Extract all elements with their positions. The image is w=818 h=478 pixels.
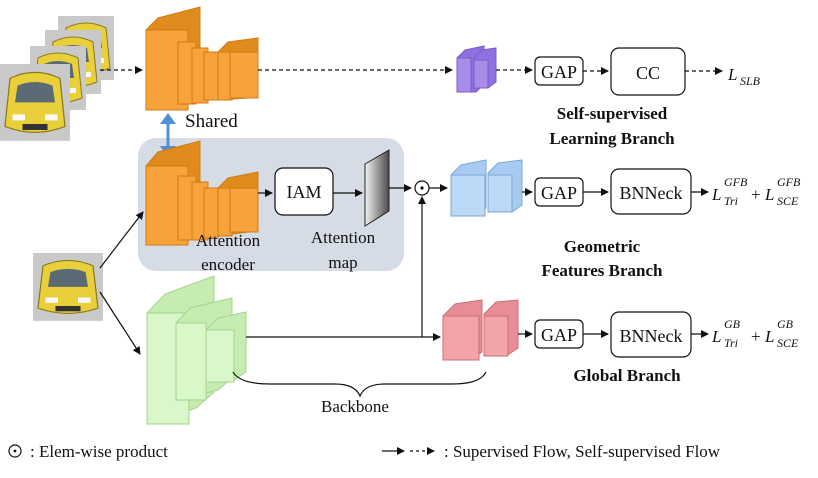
svg-text:+: +: [751, 185, 761, 204]
branch-label-self-supervised: Self-supervised: [557, 104, 668, 123]
attention-map-label: Attention: [311, 228, 376, 247]
gap-label: GAP: [541, 62, 577, 82]
gap-label: GAP: [541, 183, 577, 203]
svg-text:L: L: [764, 327, 774, 346]
shared-encoder-top: [145, 6, 259, 111]
iam-label: IAM: [287, 182, 322, 202]
svg-text:L: L: [764, 185, 774, 204]
branch-label-geometric: Geometric: [564, 237, 641, 256]
legend-odot-text: : Elem-wise product: [30, 442, 168, 461]
loss-gb: L GB Tri + L GB SCE: [711, 317, 799, 350]
svg-text:GFB: GFB: [777, 175, 801, 189]
backbone-network: [146, 275, 247, 425]
svg-text:Tri: Tri: [724, 336, 738, 350]
legend-flow-text: : Supervised Flow, Self-supervised Flow: [444, 442, 721, 461]
attention-encoder-label: Attention: [196, 231, 261, 250]
svg-text:GB: GB: [724, 317, 741, 331]
svg-text:L: L: [727, 65, 737, 84]
odot-icon: [8, 444, 22, 458]
car-image-icon: [32, 252, 104, 322]
branch-label-self-supervised-2: Learning Branch: [549, 129, 675, 148]
geometric-feature-block: [450, 159, 523, 217]
attention-encoder: [145, 140, 259, 246]
svg-text:Tri: Tri: [724, 194, 738, 208]
ssl-feature-block: [456, 45, 497, 93]
attention-map: [364, 149, 390, 227]
gap-label: GAP: [541, 325, 577, 345]
loss-slb: L SLB: [727, 65, 761, 88]
svg-text:SCE: SCE: [777, 336, 799, 350]
global-feature-block: [442, 299, 519, 361]
svg-text:GB: GB: [777, 317, 794, 331]
bnneck-label: BNNeck: [620, 326, 683, 346]
car-image-stack: [0, 15, 115, 142]
odot-icon: [414, 180, 430, 196]
svg-text:L: L: [711, 327, 721, 346]
branch-label-geometric-2: Features Branch: [541, 261, 663, 280]
backbone-brace: [232, 371, 487, 398]
svg-text:SLB: SLB: [740, 74, 761, 88]
car-image-icon: [0, 63, 71, 142]
svg-text:GFB: GFB: [724, 175, 748, 189]
backbone-label: Backbone: [321, 397, 389, 416]
attention-encoder-label-2: encoder: [201, 255, 255, 274]
cc-label: CC: [636, 63, 660, 83]
svg-text:SCE: SCE: [777, 194, 799, 208]
loss-gfb: L GFB Tri + L GFB SCE: [711, 175, 801, 208]
attention-map-label-2: map: [328, 253, 357, 272]
branch-label-global: Global Branch: [573, 366, 681, 385]
svg-text:+: +: [751, 327, 761, 346]
shared-label: Shared: [185, 111, 238, 132]
iam-box: [274, 167, 334, 216]
bnneck-label: BNNeck: [620, 183, 683, 203]
legend: : Elem-wise product : Supervised Flow, S…: [8, 442, 721, 461]
svg-text:L: L: [711, 185, 721, 204]
